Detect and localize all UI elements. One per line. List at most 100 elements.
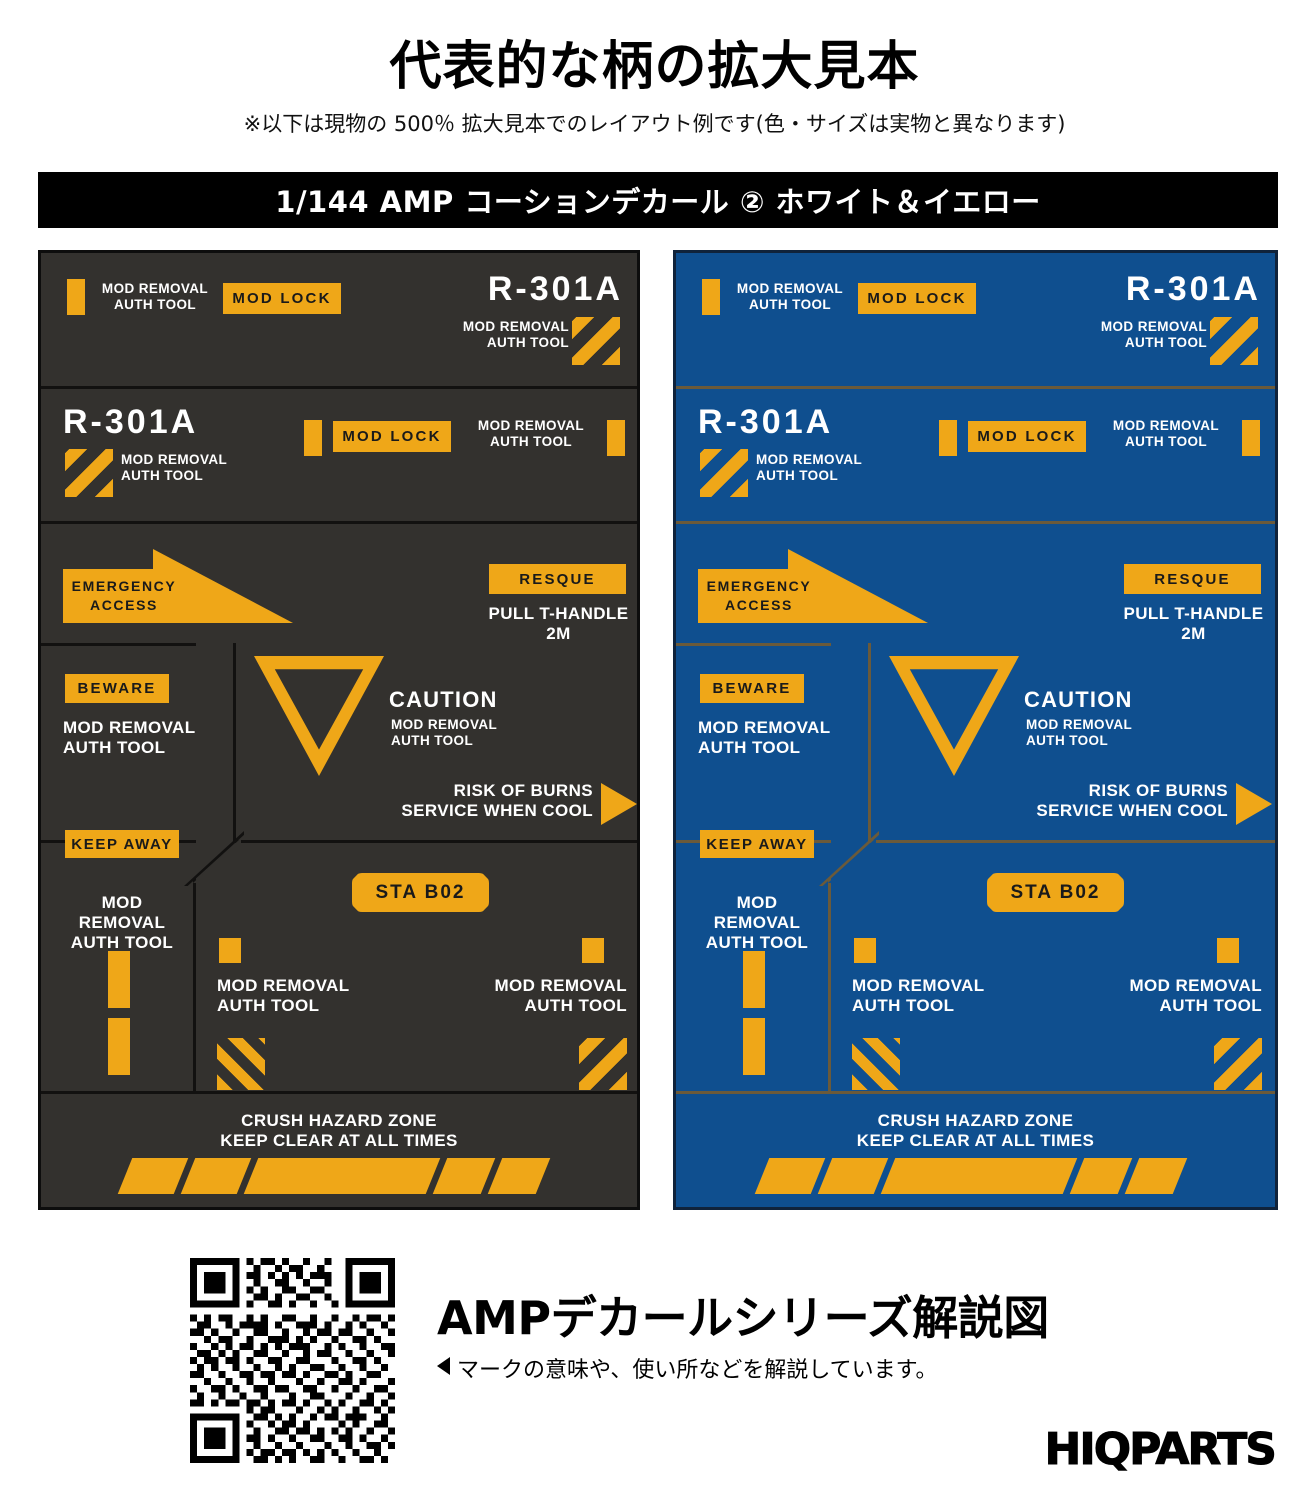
emergency-access-arrow: EMERGENCY ACCESS [63,549,293,623]
hazard-slash-icon [217,1038,265,1090]
label-mod-removal: MOD REMOVAL AUTH TOOL [70,893,174,953]
marker-bar [108,1018,130,1075]
emergency-access-arrow: EMERGENCY ACCESS [698,549,928,623]
page-title: 代表的な柄の拡大見本 [389,37,920,97]
label-mod-removal: MOD REMOVAL AUTH TOOL [698,718,831,758]
hazard-stripe [117,1158,189,1194]
sheet-divider [871,840,1275,843]
sheet-divider [676,1091,1275,1094]
chip-mod-lock: MOD LOCK [333,421,451,452]
chip-mod-lock: MOD LOCK [858,283,976,314]
label-mod-removal: MOD REMOVAL AUTH TOOL [494,976,627,1016]
sheet-divider [233,643,236,843]
marker-bar [1217,938,1239,963]
label-risk-of-burns: RISK OF BURNS SERVICE WHEN COOL [401,781,593,821]
product-title-bar: 1/144 AMP コーションデカール ② ホワイト＆イエロー [38,172,1278,228]
sheet-divider [41,521,637,524]
label-crush-hazard: CRUSH HAZARD ZONE KEEP CLEAR AT ALL TIME… [220,1111,458,1151]
hazard-slash-icon [572,317,620,365]
marker-bar [67,279,85,315]
hazard-stripe [817,1158,889,1194]
caution-triangle-icon [254,656,384,776]
qr-code[interactable] [190,1258,395,1463]
product-title-text: 1/144 AMP コーションデカール ② ホワイト＆イエロー [275,185,1041,219]
label-mod-removal: MOD REMOVAL AUTH TOOL [1112,418,1220,449]
triangle-bullet-icon [437,1357,450,1375]
label-code: R-301A [487,270,623,308]
label-mod-removal: MOD REMOVAL AUTH TOOL [1129,976,1262,1016]
sheet-divider [41,643,196,646]
marker-bar [219,938,241,963]
label-risk-of-burns: RISK OF BURNS SERVICE WHEN COOL [1036,781,1228,821]
chip-mod-lock: MOD LOCK [968,421,1086,452]
footer-subtitle: マークの意味や、使い所などを解説しています。 [457,1358,938,1383]
label-mod-removal: MOD REMOVAL AUTH TOOL [63,718,196,758]
marker-bar [939,420,957,456]
hazard-slash-icon [700,449,748,497]
label-mod-removal: MOD REMOVAL AUTH TOOL [462,319,569,350]
chip-beware: BEWARE [65,674,169,703]
marker-bar [607,420,625,456]
label-mod-removal: MOD REMOVAL AUTH TOOL [705,893,809,953]
decal-sheet-dark: MOD REMOVAL AUTH TOOL MOD LOCK R-301A MO… [38,250,640,1210]
chip-resque: RESQUE [489,564,626,594]
label-mod-removal: MOD REMOVAL AUTH TOOL [101,281,209,312]
footer-title: AMPデカールシリーズ解説図 [437,1291,1049,1345]
chip-keep-away: KEEP AWAY [700,830,814,858]
chip-sta-b02: STA B02 [987,873,1124,912]
chip-resque: RESQUE [1124,564,1261,594]
sheet-divider [236,840,637,843]
hazard-slash-icon [1214,1038,1262,1090]
marker-bar [743,951,765,1008]
hazard-slash-icon [65,449,113,497]
sheet-divider [828,878,831,1094]
decal-sheet-blue: MOD REMOVAL AUTH TOOL MOD LOCK R-301A MO… [673,250,1278,1210]
label-mod-removal: MOD REMOVAL AUTH TOOL [1100,319,1207,350]
sheet-divider [676,386,1275,389]
chip-mod-lock: MOD LOCK [223,283,341,314]
hazard-slash-icon [1210,317,1258,365]
brand-logo: HIQPARTS [1044,1424,1277,1476]
label-code: R-301A [63,403,199,441]
label-mod-removal: MOD REMOVAL AUTH TOOL [1026,717,1133,748]
label-mod-removal: MOD REMOVAL AUTH TOOL [391,717,498,748]
sheet-divider [676,521,1275,524]
hazard-stripe [1069,1158,1133,1194]
emergency-access-label: EMERGENCY ACCESS [63,569,185,623]
hazard-stripe [432,1158,496,1194]
marker-bar [854,938,876,963]
chip-beware: BEWARE [700,674,804,703]
marker-bar [743,1018,765,1075]
arrow-right-icon [1236,783,1272,825]
page-subtitle: ※以下は現物の 500％ 拡大見本でのレイアウト例です(色・サイズは実物と異なり… [243,112,1066,136]
label-mod-removal: MOD REMOVAL AUTH TOOL [477,418,585,449]
label-mod-removal: MOD REMOVAL AUTH TOOL [756,452,863,483]
arrow-right-icon [601,783,637,825]
label-crush-hazard: CRUSH HAZARD ZONE KEEP CLEAR AT ALL TIME… [856,1111,1095,1151]
hazard-slash-icon [579,1038,627,1090]
label-caution: CAUTION [1024,687,1133,712]
hazard-slash-icon [852,1038,900,1090]
label-mod-removal: MOD REMOVAL AUTH TOOL [121,452,228,483]
label-caution: CAUTION [389,687,498,712]
sheet-divider [41,386,637,389]
hazard-stripe [754,1158,826,1194]
hazard-stripe [487,1158,551,1194]
hazard-stripe [243,1158,441,1194]
sheet-divider [193,878,196,1094]
hazard-stripe [880,1158,1078,1194]
sheet-chamfer-fill [828,838,876,883]
label-code: R-301A [1125,270,1261,308]
label-pull-handle: PULL T-HANDLE 2M [1123,604,1264,644]
chip-sta-b02: STA B02 [352,873,489,912]
sheet-divider [41,1091,637,1094]
label-mod-removal: MOD REMOVAL AUTH TOOL [217,976,350,1016]
hazard-stripe [1124,1158,1188,1194]
emergency-access-label: EMERGENCY ACCESS [698,569,820,623]
sheet-chamfer-fill [193,838,241,883]
label-mod-removal: MOD REMOVAL AUTH TOOL [736,281,844,312]
chip-keep-away: KEEP AWAY [65,830,179,858]
marker-bar [108,951,130,1008]
sheet-divider [676,643,831,646]
